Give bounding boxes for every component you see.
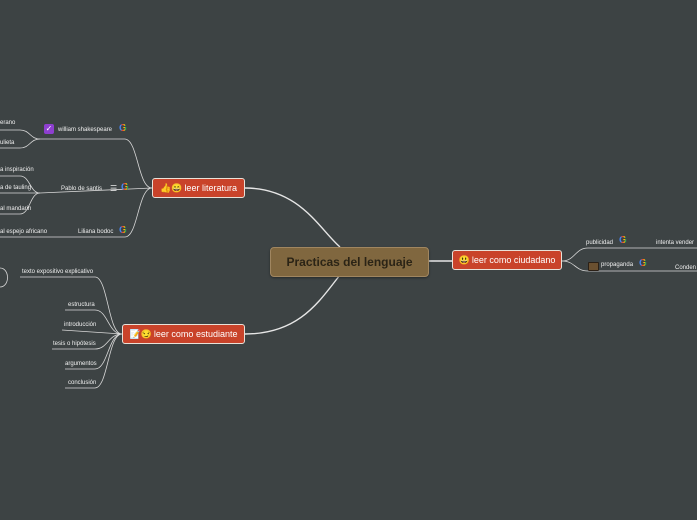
google-g-icon[interactable]: G bbox=[639, 258, 647, 269]
topic-leer-como-estudiante-label: leer como estudiante bbox=[153, 329, 238, 339]
topic-leer-literatura-label: leer literatura bbox=[184, 183, 237, 193]
topic-leer-literatura[interactable]: 👍😄 leer literatura bbox=[152, 178, 245, 198]
subtopic-introduccion[interactable]: introducción bbox=[64, 322, 97, 328]
checkmark-icon: ✓ bbox=[44, 124, 54, 134]
central-topic[interactable]: Practicas del lenguaje bbox=[270, 247, 429, 277]
folder-icon bbox=[588, 262, 599, 271]
subtopic-texto-expositivo[interactable]: texto expositivo explicativo bbox=[22, 269, 94, 275]
google-g-icon[interactable]: G bbox=[619, 235, 627, 246]
leaf-conden[interactable]: Conden bbox=[675, 265, 697, 271]
leaf-mandarin[interactable]: al mandarin bbox=[0, 206, 32, 212]
google-g-icon[interactable]: G bbox=[119, 123, 127, 134]
subtopic-tesis[interactable]: tesis o hipótesis bbox=[53, 341, 96, 347]
topic-leer-como-ciudadano-label: leer como ciudadano bbox=[471, 255, 556, 265]
memo-smirk-icon: 📝😏 bbox=[129, 328, 152, 339]
leaf-espejo-africano[interactable]: al espejo africano bbox=[0, 229, 48, 235]
smiley-icon: 😃 bbox=[458, 254, 470, 265]
leaf-inspiracion[interactable]: a inspiración bbox=[0, 167, 34, 173]
subtopic-pablo-de-santis[interactable]: Pablo de santis bbox=[61, 186, 103, 192]
subtopic-conclusion[interactable]: conclusión bbox=[68, 380, 97, 386]
subtopic-publicidad[interactable]: publicidad bbox=[586, 240, 614, 246]
subtopic-estructura[interactable]: estructura bbox=[68, 302, 95, 308]
leaf-tauling[interactable]: a de tauling bbox=[0, 185, 32, 191]
leaf-erano[interactable]: erano bbox=[0, 120, 16, 126]
central-topic-label: Practicas del lenguaje bbox=[286, 255, 413, 269]
subtopic-liliana-bodoc[interactable]: Liliana bodoc bbox=[78, 229, 114, 235]
thumbs-up-smile-icon: 👍😄 bbox=[160, 182, 183, 193]
google-g-icon[interactable]: G bbox=[119, 225, 127, 236]
subtopic-william-shakespeare[interactable]: william shakespeare bbox=[58, 127, 113, 133]
topic-leer-como-estudiante[interactable]: 📝😏 leer como estudiante bbox=[122, 324, 245, 344]
menu-icon: ☰ bbox=[110, 184, 118, 193]
leaf-ulieta[interactable]: ulieta bbox=[0, 140, 15, 146]
topic-leer-como-ciudadano[interactable]: 😃 leer como ciudadano bbox=[452, 250, 562, 270]
leaf-intenta-vender[interactable]: intenta vender bbox=[656, 240, 695, 246]
subtopic-argumentos[interactable]: argumentos bbox=[65, 361, 97, 367]
google-g-icon[interactable]: G bbox=[121, 182, 129, 193]
subtopic-propaganda[interactable]: propaganda bbox=[601, 262, 634, 268]
